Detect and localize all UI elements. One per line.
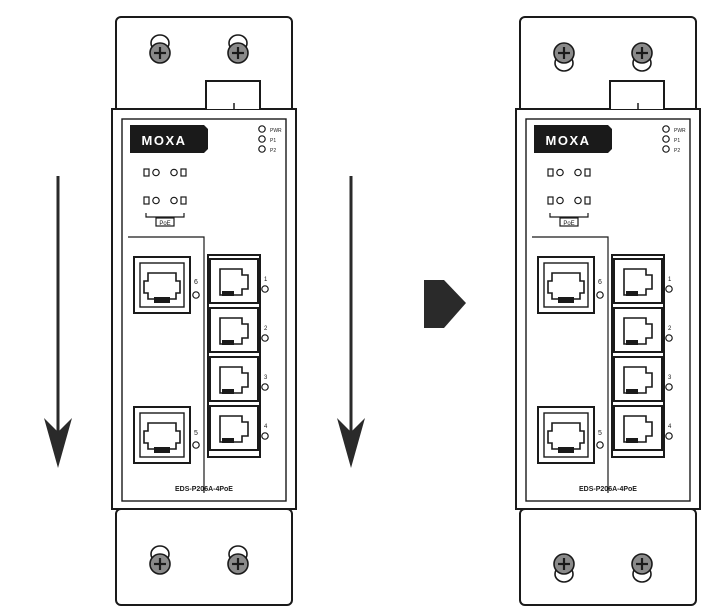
- led-icon: [258, 145, 266, 153]
- led-icon: [665, 334, 673, 342]
- rj45-port-icon: [613, 307, 663, 353]
- status-led-label: PWR: [674, 128, 686, 134]
- led-icon: [547, 168, 554, 177]
- led-icon: [574, 196, 582, 205]
- led-icon: [261, 334, 269, 342]
- led-icon: [662, 125, 670, 133]
- led-icon: [584, 168, 591, 177]
- led-icon: [261, 285, 269, 293]
- status-led-label: PWR: [270, 128, 282, 134]
- port-label: 3: [264, 375, 268, 381]
- led-icon: [596, 441, 604, 449]
- port-label: 4: [264, 424, 268, 430]
- terminal-block: [205, 80, 261, 109]
- led-icon: [261, 383, 269, 391]
- model-label: EDS-P206A-4PoE: [579, 486, 637, 493]
- led-icon: [180, 196, 187, 205]
- led-icon: [152, 196, 160, 205]
- status-led-label: P2: [270, 148, 276, 154]
- led-icon: [152, 168, 160, 177]
- brand-logo-text: MOXA: [142, 133, 187, 148]
- led-icon: [261, 432, 269, 440]
- rj45-port-icon: [209, 356, 259, 402]
- led-icon: [170, 168, 178, 177]
- led-icon: [556, 196, 564, 205]
- poe-bracket: [145, 213, 185, 218]
- screw-icon: [553, 553, 575, 583]
- port-label: 2: [264, 326, 268, 332]
- poe-label-box: [155, 217, 175, 227]
- poe-label-box: [559, 217, 579, 227]
- port-label: 5: [194, 430, 198, 437]
- port-divider: [128, 236, 205, 493]
- poe-bracket: [549, 213, 589, 218]
- led-icon: [258, 125, 266, 133]
- rj45-port-icon: [613, 258, 663, 304]
- port-label: 4: [668, 424, 672, 430]
- rj45-port-icon: [133, 256, 191, 314]
- port-label: 6: [598, 279, 602, 286]
- screw-icon: [149, 545, 171, 575]
- led-icon: [143, 168, 150, 177]
- moxa-logo: MOXA: [130, 125, 208, 153]
- led-icon: [180, 168, 187, 177]
- led-icon: [258, 135, 266, 143]
- brand-logo-text: MOXA: [546, 133, 591, 148]
- rj45-port-icon: [209, 258, 259, 304]
- status-led-label: P1: [674, 138, 680, 144]
- led-icon: [662, 145, 670, 153]
- top-bracket: [519, 16, 697, 114]
- led-icon: [192, 291, 200, 299]
- rj45-port-icon: [613, 356, 663, 402]
- moxa-logo: MOXA: [534, 125, 612, 153]
- led-icon: [665, 432, 673, 440]
- rj45-port-icon: [537, 406, 595, 464]
- bottom-bracket: [115, 508, 293, 606]
- led-icon: [596, 291, 604, 299]
- rj45-port-icon: [613, 405, 663, 451]
- rj45-port-icon: [209, 307, 259, 353]
- led-icon: [170, 196, 178, 205]
- port-label: 3: [668, 375, 672, 381]
- led-icon: [665, 383, 673, 391]
- port-label: 2: [668, 326, 672, 332]
- led-icon: [143, 196, 150, 205]
- status-led-label: P1: [270, 138, 276, 144]
- bottom-bracket: [519, 508, 697, 606]
- screw-icon: [149, 34, 171, 64]
- port-label: 1: [668, 277, 672, 283]
- led-icon: [547, 196, 554, 205]
- port-label: 6: [194, 279, 198, 286]
- led-icon: [556, 168, 564, 177]
- right-block-arrow-icon: [424, 280, 466, 328]
- led-icon: [584, 196, 591, 205]
- screw-icon: [553, 42, 575, 72]
- rj45-port-icon: [133, 406, 191, 464]
- screw-icon: [631, 553, 653, 583]
- led-icon: [662, 135, 670, 143]
- led-icon: [665, 285, 673, 293]
- status-led-label: P2: [674, 148, 680, 154]
- led-icon: [574, 168, 582, 177]
- top-bracket: [115, 16, 293, 114]
- port-label: 5: [598, 430, 602, 437]
- screw-icon: [631, 42, 653, 72]
- led-icon: [192, 441, 200, 449]
- model-label: EDS-P206A-4PoE: [175, 486, 233, 493]
- terminal-block: [609, 80, 665, 109]
- rj45-port-icon: [537, 256, 595, 314]
- screw-icon: [227, 34, 249, 64]
- down-arrow-icon: [44, 176, 72, 468]
- poe-label: PoE: [159, 221, 170, 227]
- port-label: 1: [264, 277, 268, 283]
- rj45-port-icon: [209, 405, 259, 451]
- port-divider: [532, 236, 609, 493]
- poe-label: PoE: [563, 221, 574, 227]
- screw-icon: [227, 545, 249, 575]
- down-arrow-icon: [337, 176, 365, 468]
